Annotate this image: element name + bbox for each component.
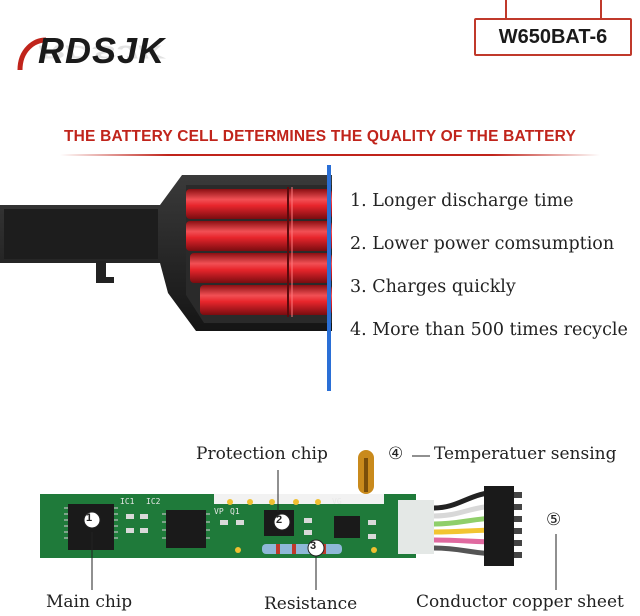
copper-label: Conductor copper sheet — [416, 592, 624, 612]
divider-line — [327, 165, 331, 391]
temperature-label: Temperatuer sensing — [434, 444, 617, 464]
silk-label-q1: Q1 — [230, 507, 240, 516]
protection-chip-label: Protection chip — [196, 444, 328, 464]
feature-item: 4. More than 500 times recycle — [350, 320, 628, 340]
feature-list: 1. Longer discharge time 2. Lower power … — [350, 186, 628, 358]
main-chip-label: Main chip — [46, 592, 133, 612]
silk-label-ic1: IC1 — [120, 497, 135, 506]
resistance-label: Resistance — [264, 594, 358, 614]
brand-logo: RDSJK RDSJK — [16, 28, 186, 78]
battery-cutaway-image — [0, 175, 332, 331]
protection-chip-marker: 2 — [276, 514, 283, 526]
feature-item: 3. Charges quickly — [350, 277, 516, 297]
main-chip-marker: 1 — [86, 512, 93, 524]
model-box-stem-right — [600, 0, 602, 18]
resistance-marker: 3 — [310, 540, 317, 552]
battery-cells — [186, 187, 332, 317]
headline-underline — [60, 154, 600, 156]
temperature-marker: ④ — [388, 444, 404, 464]
feature-item: 2. Lower power comsumption — [350, 234, 615, 254]
silk-label-vp: VP — [214, 507, 224, 516]
model-number: W650BAT-6 — [498, 26, 608, 48]
model-box: W650BAT-6 — [474, 18, 632, 56]
logo-text: RDSJK — [38, 30, 166, 71]
logo-swoosh-icon — [17, 37, 46, 71]
pcb-diagram: IC1 IC2 VP Q1 VG 1 2 3 Protection chip ④… — [0, 430, 640, 616]
copper-marker: ⑤ — [546, 510, 562, 530]
model-box-stem-left — [505, 0, 507, 18]
logo-reflection: RDSJK — [38, 41, 166, 63]
pcb-board-image: IC1 IC2 VP Q1 VG — [40, 450, 557, 590]
silk-label-vg: VG — [332, 497, 342, 506]
silk-label-ic2: IC2 — [146, 497, 161, 506]
headline: THE BATTERY CELL DETERMINES THE QUALITY … — [64, 128, 576, 145]
feature-item: 1. Longer discharge time — [350, 191, 574, 211]
